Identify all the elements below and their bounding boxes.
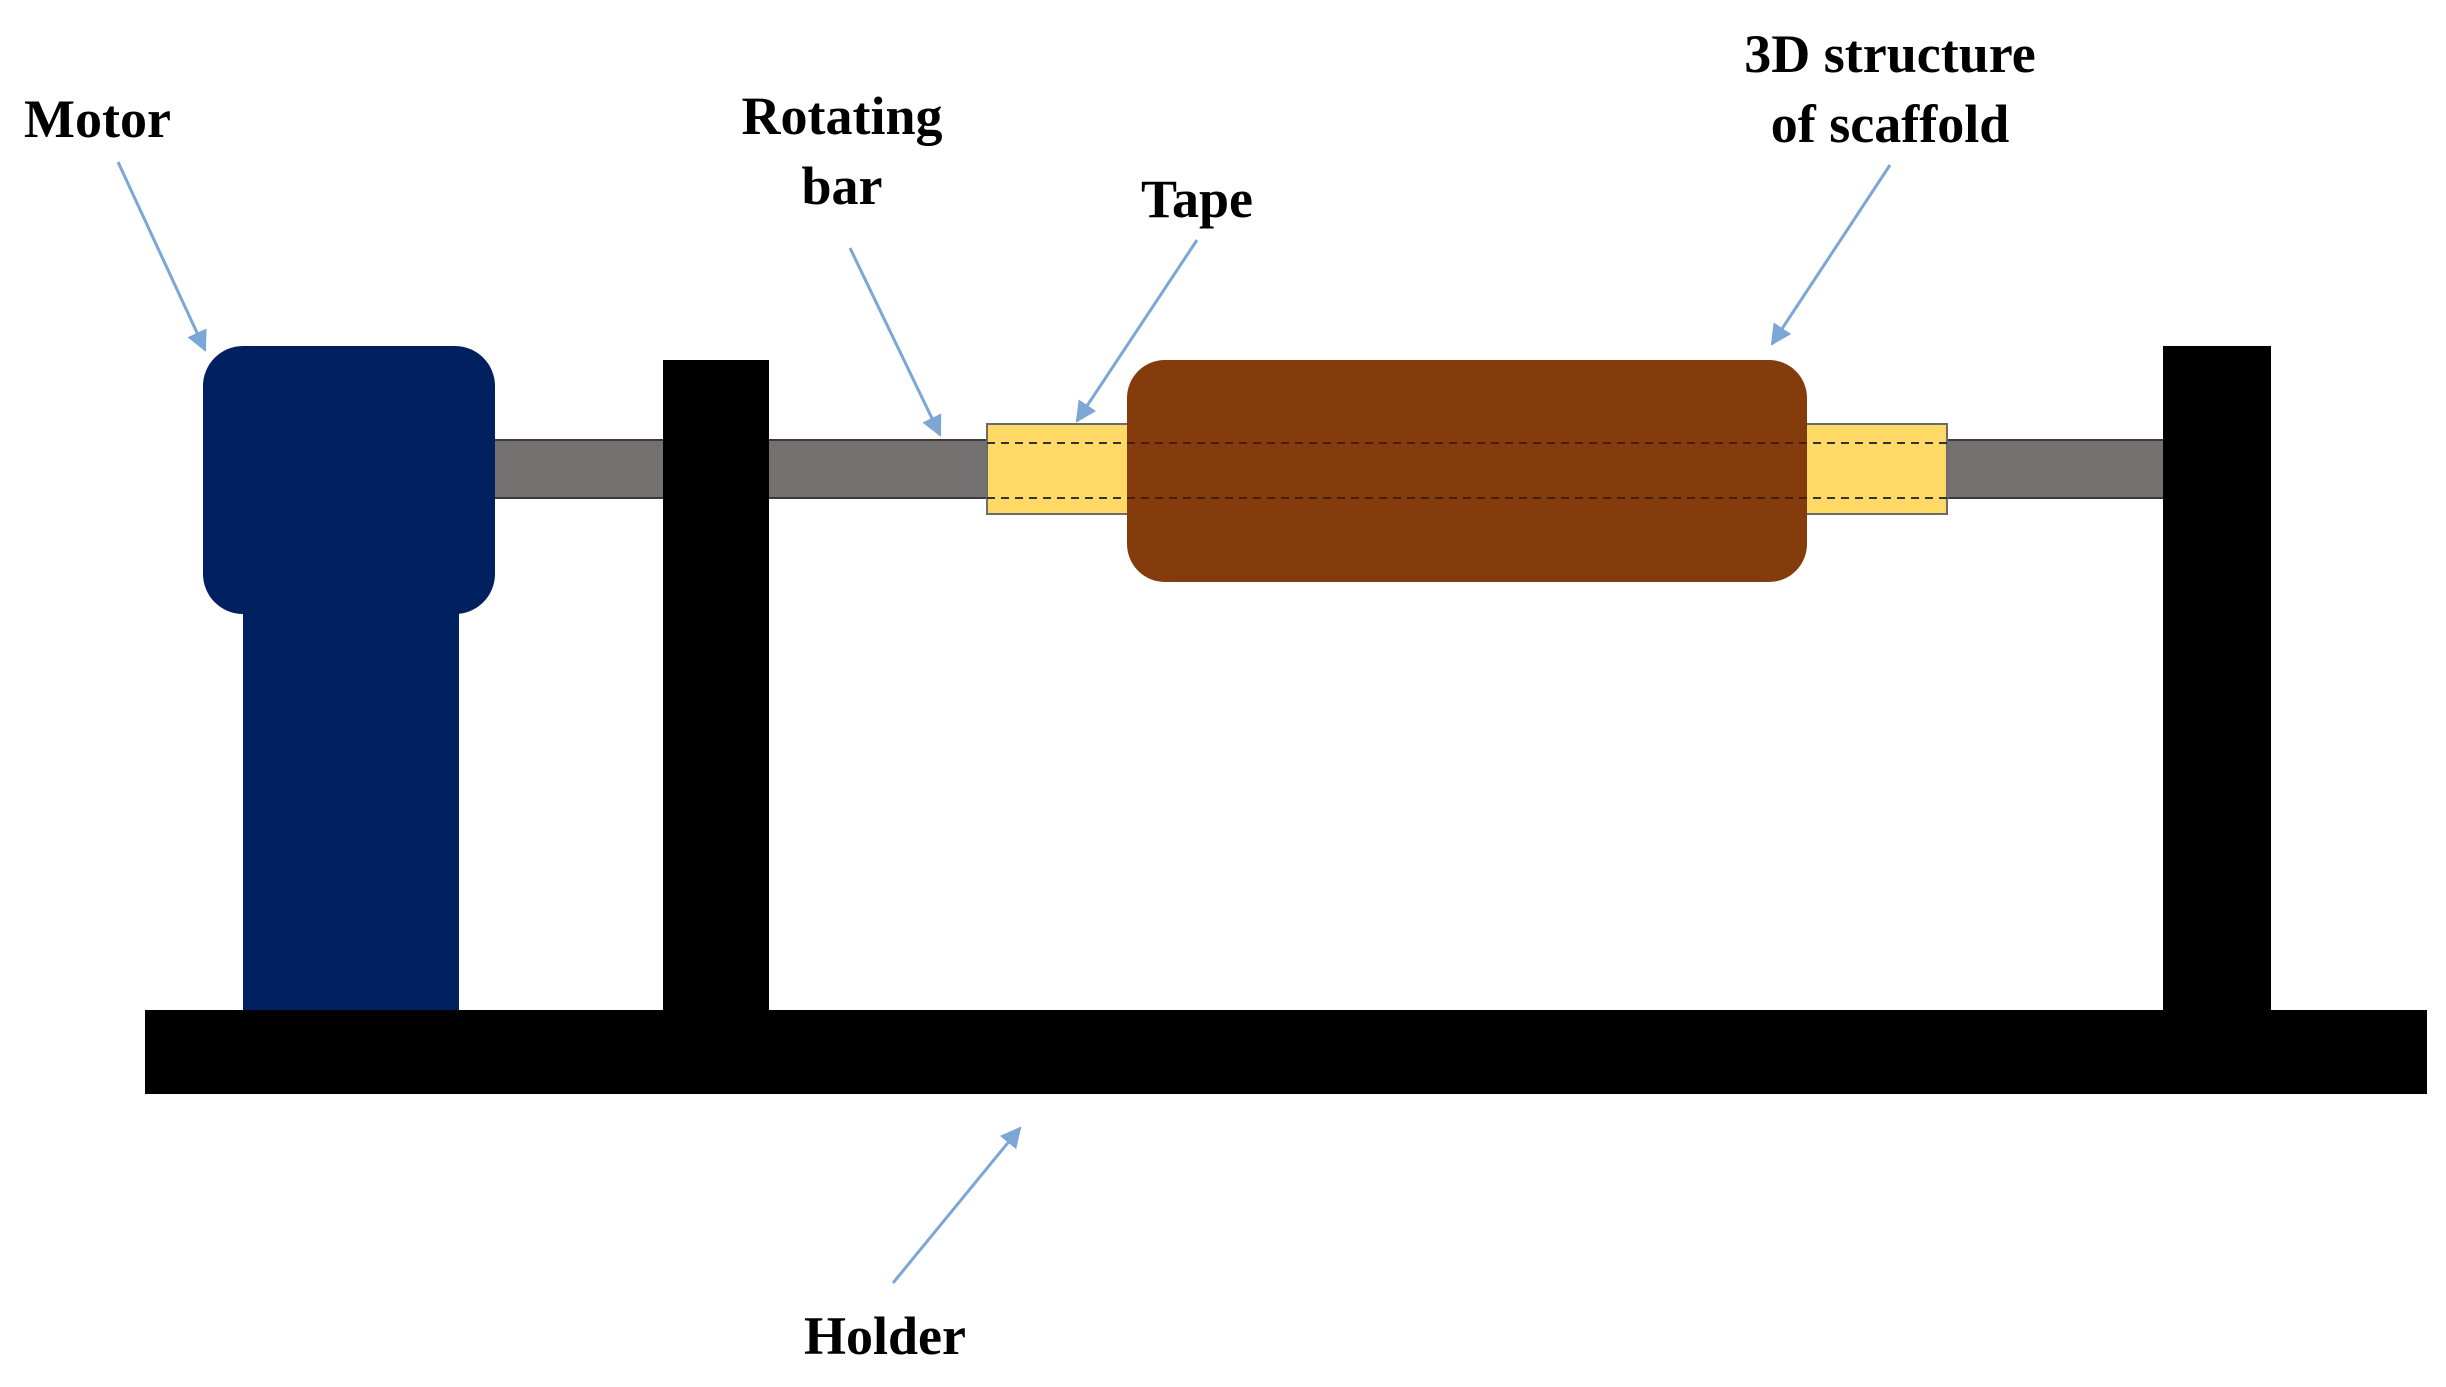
arrow-scaffold bbox=[1770, 164, 1892, 346]
label-tape: Tape bbox=[1141, 169, 1253, 229]
motor-head bbox=[203, 346, 495, 614]
label-rotating-bar-line1: Rotating bbox=[742, 86, 943, 146]
label-holder: Holder bbox=[804, 1306, 966, 1366]
label-scaffold-line2: of scaffold bbox=[1771, 94, 2009, 154]
scaffold-3d-structure bbox=[1127, 360, 1807, 582]
label-motor: Motor bbox=[24, 89, 171, 149]
motor-body bbox=[243, 580, 459, 1010]
holder-right-post bbox=[2163, 346, 2271, 1015]
holder-left-post bbox=[663, 360, 769, 1015]
label-rotating-bar-line2: bar bbox=[802, 156, 883, 216]
label-scaffold-line1: 3D structure bbox=[1744, 24, 2035, 84]
arrow-holder bbox=[891, 1126, 1022, 1284]
arrow-motor bbox=[116, 161, 207, 352]
arrow-rotating-bar bbox=[848, 247, 942, 437]
holder-base bbox=[145, 1010, 2427, 1094]
arrow-tape bbox=[1075, 239, 1199, 423]
